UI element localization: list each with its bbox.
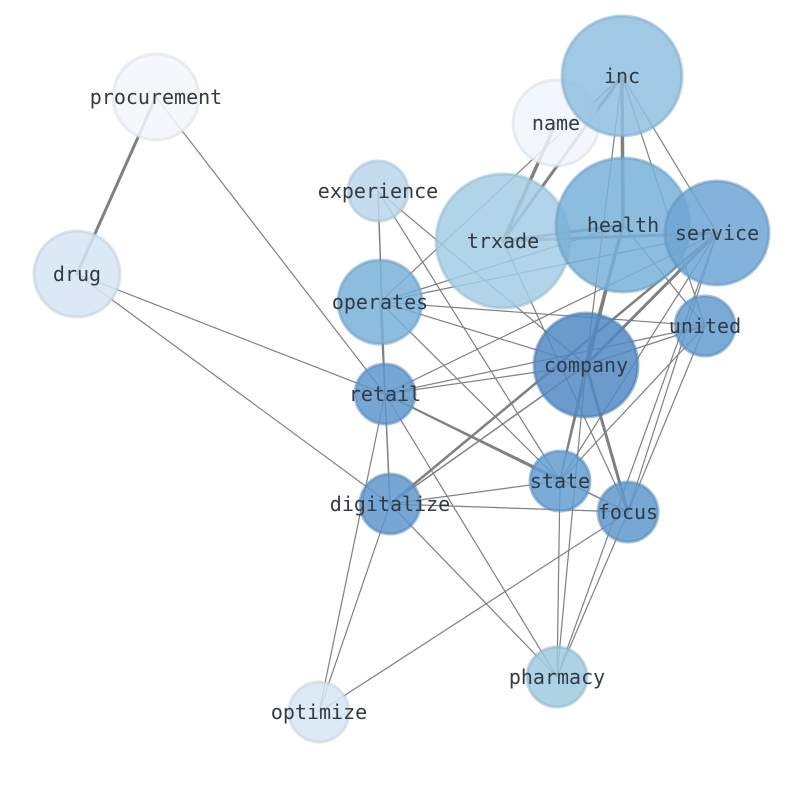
node-label-service: service bbox=[675, 221, 759, 245]
edge-drug-digitalize bbox=[76, 273, 391, 505]
edge-procurement-retail bbox=[155, 96, 386, 395]
edge-digitalize-pharmacy bbox=[389, 503, 558, 678]
edge-digitalize-focus bbox=[389, 503, 629, 513]
node-drug bbox=[32, 229, 122, 319]
node-retail bbox=[353, 362, 417, 426]
edge-retail-optimize bbox=[318, 393, 386, 713]
edge-experience-state bbox=[377, 190, 561, 482]
node-service bbox=[663, 179, 771, 287]
edge-drug-retail bbox=[76, 273, 386, 395]
node-inc bbox=[560, 14, 684, 138]
node-focus bbox=[596, 480, 660, 544]
node-label-united: united bbox=[669, 314, 741, 338]
node-label-operates: operates bbox=[332, 290, 428, 314]
node-experience bbox=[346, 159, 410, 223]
node-label-drug: drug bbox=[53, 262, 101, 286]
node-state bbox=[528, 449, 592, 513]
node-label-inc: inc bbox=[604, 64, 640, 88]
node-operates bbox=[336, 258, 424, 346]
node-label-name: name bbox=[532, 111, 580, 135]
edge-state-pharmacy bbox=[556, 480, 561, 678]
edge-focus-optimize bbox=[318, 511, 629, 713]
node-label-optimize: optimize bbox=[271, 700, 367, 724]
edge-united-focus bbox=[627, 325, 706, 513]
edge-operates-united bbox=[379, 301, 706, 327]
graph-nodes bbox=[32, 14, 771, 744]
node-label-experience: experience bbox=[318, 179, 438, 203]
node-pharmacy bbox=[525, 645, 589, 709]
node-label-trxade: trxade bbox=[467, 229, 539, 253]
node-label-health: health bbox=[587, 213, 659, 237]
node-label-company: company bbox=[544, 353, 628, 377]
node-optimize bbox=[287, 680, 351, 744]
node-label-retail: retail bbox=[349, 382, 421, 406]
node-label-focus: focus bbox=[598, 500, 658, 524]
node-digitalize bbox=[358, 472, 422, 536]
node-label-procurement: procurement bbox=[90, 85, 222, 109]
node-label-state: state bbox=[530, 469, 590, 493]
node-united bbox=[673, 294, 737, 358]
edge-digitalize-optimize bbox=[318, 503, 391, 713]
node-company bbox=[532, 311, 640, 419]
edge-retail-pharmacy bbox=[384, 393, 558, 678]
node-procurement bbox=[111, 52, 201, 142]
node-label-pharmacy: pharmacy bbox=[509, 665, 605, 689]
node-label-digitalize: digitalize bbox=[330, 492, 450, 516]
edge-united-state bbox=[559, 325, 706, 482]
